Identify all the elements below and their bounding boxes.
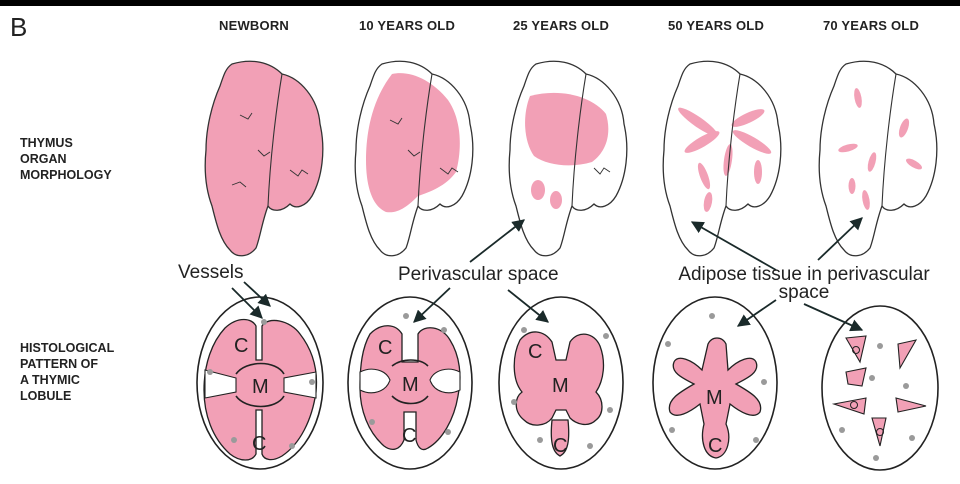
medulla-label: M bbox=[252, 376, 269, 398]
cortex-label: C bbox=[252, 433, 266, 455]
medulla-label: M bbox=[402, 374, 419, 396]
cortex-label: C bbox=[378, 337, 392, 359]
lobule-25-years: C M C bbox=[499, 297, 623, 469]
organ-70-years bbox=[819, 61, 937, 256]
lobule-newborn: C M C bbox=[197, 297, 323, 469]
organ-10-years bbox=[355, 61, 473, 256]
medulla-label: M bbox=[552, 375, 569, 397]
organ-50-years bbox=[663, 61, 781, 256]
cortex-label: C bbox=[402, 425, 416, 447]
adipose-tissue-callout: Adipose tissue in perivascular space bbox=[664, 266, 944, 302]
cortex-label: C bbox=[234, 335, 248, 357]
organ-newborn bbox=[205, 61, 323, 256]
lobule-10-years: C M C bbox=[348, 297, 472, 469]
organ-25-years bbox=[509, 61, 627, 256]
medulla-label: M bbox=[706, 387, 723, 409]
perivascular-space-callout: Perivascular space bbox=[398, 264, 559, 286]
vessels-callout: Vessels bbox=[178, 262, 243, 284]
lobule-70-years bbox=[822, 306, 938, 470]
lobule-50-years: M C bbox=[653, 297, 777, 469]
cortex-label: C bbox=[528, 341, 542, 363]
cortex-label: C bbox=[553, 435, 567, 457]
cortex-label: C bbox=[708, 435, 722, 457]
adipose-callout-line2: space bbox=[664, 284, 944, 302]
